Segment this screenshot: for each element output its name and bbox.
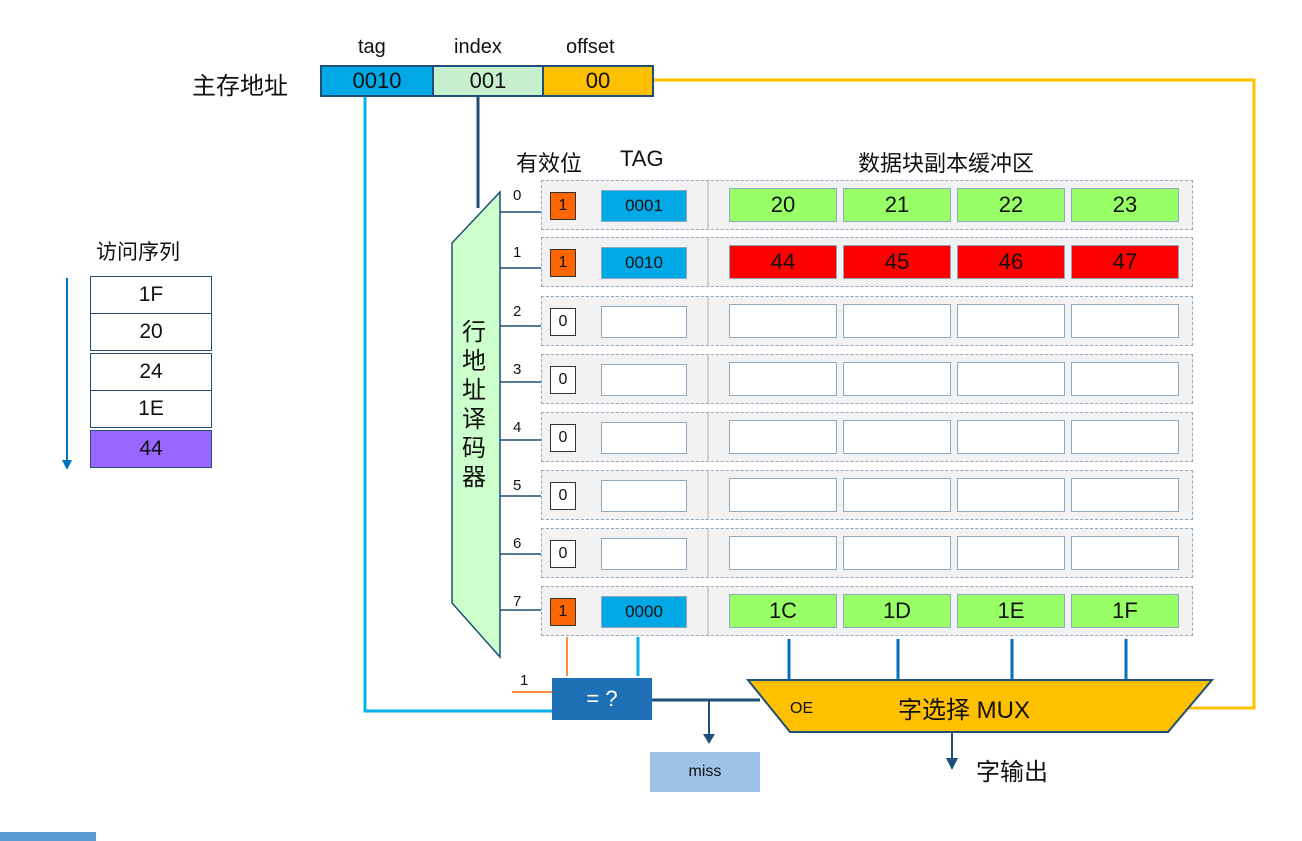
line-index: 0 bbox=[513, 187, 522, 204]
tag-cell bbox=[601, 422, 687, 454]
data-cell: 23 bbox=[1071, 188, 1179, 222]
row-separator bbox=[707, 529, 709, 577]
data-cell bbox=[843, 362, 951, 396]
data-cell bbox=[957, 420, 1065, 454]
tag-field-header: tag bbox=[358, 36, 386, 58]
data-cell bbox=[957, 362, 1065, 396]
data-cell: 20 bbox=[729, 188, 837, 222]
miss-arrowhead bbox=[703, 734, 715, 744]
line-index: 4 bbox=[513, 419, 522, 436]
valid-bit: 1 bbox=[550, 598, 576, 626]
data-cell: 47 bbox=[1071, 245, 1179, 279]
index-field-header: index bbox=[454, 36, 502, 58]
data-cell bbox=[729, 304, 837, 338]
data-cell bbox=[729, 420, 837, 454]
comparator-valid-input: 1 bbox=[520, 672, 529, 689]
miss-signal: miss bbox=[650, 752, 760, 792]
data-cell: 46 bbox=[957, 245, 1065, 279]
row-decoder-shape bbox=[451, 190, 501, 659]
decoder-output-lines bbox=[500, 211, 541, 611]
sequence-arrowhead bbox=[62, 460, 72, 470]
offset-wire bbox=[654, 78, 1256, 710]
line-index: 1 bbox=[513, 244, 522, 261]
line-index: 7 bbox=[513, 593, 522, 610]
footer-bar bbox=[0, 832, 96, 841]
valid-bit: 0 bbox=[550, 366, 576, 394]
sequence-title: 访问序列 bbox=[96, 241, 180, 264]
data-cell bbox=[957, 536, 1065, 570]
output-arrowhead bbox=[946, 758, 958, 770]
sequence-item: 1F bbox=[90, 276, 212, 314]
tag-cell: 0000 bbox=[601, 596, 687, 628]
row-separator bbox=[707, 238, 709, 286]
data-cell bbox=[1071, 536, 1179, 570]
tag-wire bbox=[363, 97, 552, 713]
row-separator bbox=[707, 471, 709, 519]
data-cell bbox=[729, 536, 837, 570]
data-cell bbox=[1071, 362, 1179, 396]
valid-bit: 0 bbox=[550, 424, 576, 452]
index-field: 001 bbox=[432, 65, 544, 97]
row-separator bbox=[707, 297, 709, 345]
data-cell bbox=[843, 536, 951, 570]
line-index: 3 bbox=[513, 361, 522, 378]
line-index: 6 bbox=[513, 535, 522, 552]
data-cell bbox=[957, 304, 1065, 338]
tag-cell bbox=[601, 538, 687, 570]
word-output-label: 字输出 bbox=[976, 759, 1048, 786]
sequence-item: 1E bbox=[90, 390, 212, 428]
valid-bit: 1 bbox=[550, 249, 576, 277]
tag-cell bbox=[601, 364, 687, 396]
row-separator bbox=[707, 355, 709, 403]
address-label: 主存地址 bbox=[192, 73, 288, 100]
data-cell: 1F bbox=[1071, 594, 1179, 628]
tag-cell bbox=[601, 306, 687, 338]
valid-bit: 0 bbox=[550, 482, 576, 510]
valid-bit: 0 bbox=[550, 308, 576, 336]
data-cell bbox=[729, 478, 837, 512]
data-cell: 1D bbox=[843, 594, 951, 628]
mux-label: 字选择 MUX bbox=[898, 697, 1030, 724]
offset-field-header: offset bbox=[566, 36, 615, 58]
data-cell bbox=[1071, 478, 1179, 512]
tag-header: TAG bbox=[620, 146, 664, 171]
data-cell bbox=[729, 362, 837, 396]
data-cell bbox=[843, 304, 951, 338]
data-cell: 1C bbox=[729, 594, 837, 628]
mux-shape bbox=[745, 679, 1215, 733]
tag-cell: 0010 bbox=[601, 247, 687, 279]
row-separator bbox=[707, 413, 709, 461]
comparator: = ? bbox=[552, 678, 652, 720]
data-header: 数据块副本缓冲区 bbox=[858, 151, 1035, 176]
data-cell: 44 bbox=[729, 245, 837, 279]
data-cell bbox=[843, 420, 951, 454]
data-mux-wires bbox=[787, 639, 1128, 680]
sequence-item: 24 bbox=[90, 353, 212, 391]
data-cell bbox=[1071, 420, 1179, 454]
valid-header: 有效位 bbox=[516, 151, 583, 176]
row-separator bbox=[707, 181, 709, 229]
line-index: 5 bbox=[513, 477, 522, 494]
tag-cell bbox=[601, 480, 687, 512]
mux-oe-label: OE bbox=[790, 700, 814, 717]
row-separator bbox=[707, 587, 709, 635]
valid-bit: 1 bbox=[550, 192, 576, 220]
data-cell bbox=[1071, 304, 1179, 338]
line-index: 2 bbox=[513, 303, 522, 320]
offset-field: 00 bbox=[542, 65, 654, 97]
data-cell bbox=[843, 478, 951, 512]
data-cell: 1E bbox=[957, 594, 1065, 628]
tag-field: 0010 bbox=[320, 65, 434, 97]
row-decoder-label: 行地址 译码器 bbox=[462, 319, 486, 491]
sequence-item-current: 44 bbox=[90, 430, 212, 468]
data-cell: 21 bbox=[843, 188, 951, 222]
data-cell bbox=[957, 478, 1065, 512]
data-cell: 45 bbox=[843, 245, 951, 279]
sequence-item: 20 bbox=[90, 313, 212, 351]
data-cell: 22 bbox=[957, 188, 1065, 222]
valid-bit: 0 bbox=[550, 540, 576, 568]
tag-cell: 0001 bbox=[601, 190, 687, 222]
